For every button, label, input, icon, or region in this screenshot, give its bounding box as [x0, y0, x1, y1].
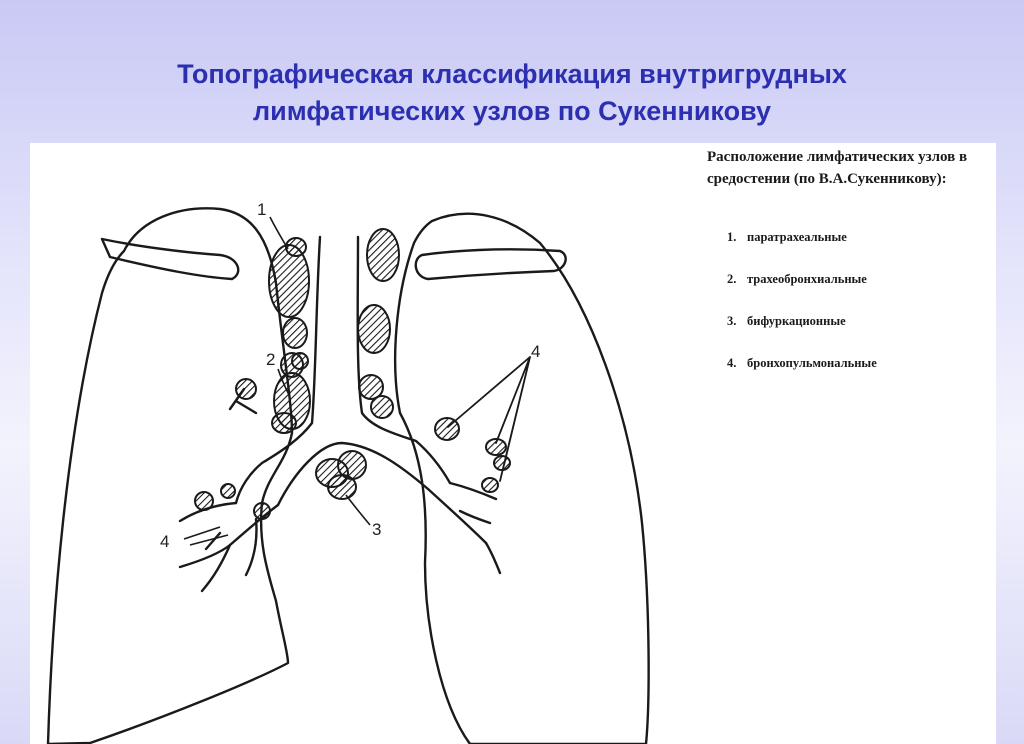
trachea-right-wall: [356, 235, 452, 485]
lymph-node-paratracheal-left-3: [282, 317, 308, 349]
legend-item-label: трахеобронхиальные: [747, 272, 867, 286]
trachea-left-wall: [234, 235, 322, 505]
legend-item: 3. бифуркационные: [727, 314, 992, 329]
left-clavicle: [100, 237, 240, 281]
carina-bronchi: [276, 441, 488, 545]
legend-list: 1. паратрахеальные 2. трахеобронхиальные…: [707, 230, 992, 371]
legend-item: 1. паратрахеальные: [727, 230, 992, 245]
diagram-label-3: 3: [372, 520, 381, 539]
lymph-node-tracheobronchial-left-3: [271, 412, 297, 434]
legend-item: 2. трахеобронхиальные: [727, 272, 992, 287]
lymph-node-bronchopulmonary-left-2: [220, 483, 236, 499]
lymph-node-paratracheal-left-1: [268, 244, 310, 318]
mediastinum-diagram: 1 2 3 4 4: [46, 200, 650, 744]
right-lung-outline: [394, 212, 650, 744]
legend: Расположение лимфатических узлов в средо…: [707, 146, 992, 398]
lymph-node-paratracheal-left-2: [285, 237, 307, 257]
title-line-1: Топографическая классификация внутригруд…: [177, 59, 847, 89]
label-1-leader: [269, 216, 289, 250]
diagram-label-2: 2: [266, 350, 275, 369]
lymph-node-paratracheal-left-5: [291, 352, 309, 370]
left-bronchus-branches: [178, 387, 258, 593]
lymph-node-paratracheal-right-4: [370, 395, 394, 419]
figure-panel: 1 2 3 4 4 Расположение лимфатических узл…: [30, 143, 996, 744]
left-lung-outline: [46, 207, 294, 744]
lymph-node-tracheobronchial-left-2: [235, 378, 257, 400]
legend-item: 4. бронхопульмональные: [727, 356, 992, 371]
lymph-node-paratracheal-right-3: [358, 374, 384, 400]
legend-heading: Расположение лимфатических узлов в средо…: [707, 149, 968, 187]
legend-item-label: паратрахеальные: [747, 230, 847, 244]
legend-item-number: 2.: [727, 272, 737, 286]
label-4-left-leader: [183, 526, 229, 546]
label-3-leader: [345, 494, 371, 526]
lymph-node-paratracheal-right-1: [366, 228, 400, 282]
label-4-right-leaders: [447, 356, 531, 482]
title-line-2: лимфатических узлов по Сукенникову: [252, 96, 772, 126]
lymph-node-bronchopulmonary-right-4: [481, 477, 499, 493]
lymph-node-paratracheal-right-2: [357, 304, 391, 354]
lymph-node-bronchopulmonary-left-1: [194, 491, 214, 511]
lymph-node-bronchopulmonary-right-3: [493, 455, 511, 471]
right-bronchus-branches: [448, 481, 502, 575]
legend-item-number: 4.: [727, 356, 737, 370]
diagram-label-1: 1: [257, 200, 266, 219]
right-clavicle: [414, 248, 567, 281]
lymph-node-bronchopulmonary-left-3: [253, 502, 271, 520]
legend-item-label: бифуркационные: [747, 314, 846, 328]
legend-item-number: 3.: [727, 314, 737, 328]
legend-item-number: 1.: [727, 230, 737, 244]
legend-item-label: бронхопульмональные: [747, 356, 877, 370]
lymph-node-bronchopulmonary-right-2: [485, 438, 507, 456]
diagram-label-4-right: 4: [531, 342, 540, 361]
diagram-label-4-left: 4: [160, 532, 169, 551]
lymph-node-bronchopulmonary-right-1: [434, 417, 460, 441]
slide-title: Топографическая классификация внутригруд…: [0, 56, 1024, 130]
lymph-node-bifurcation-3: [327, 474, 357, 500]
label-2-leader: [277, 368, 291, 398]
